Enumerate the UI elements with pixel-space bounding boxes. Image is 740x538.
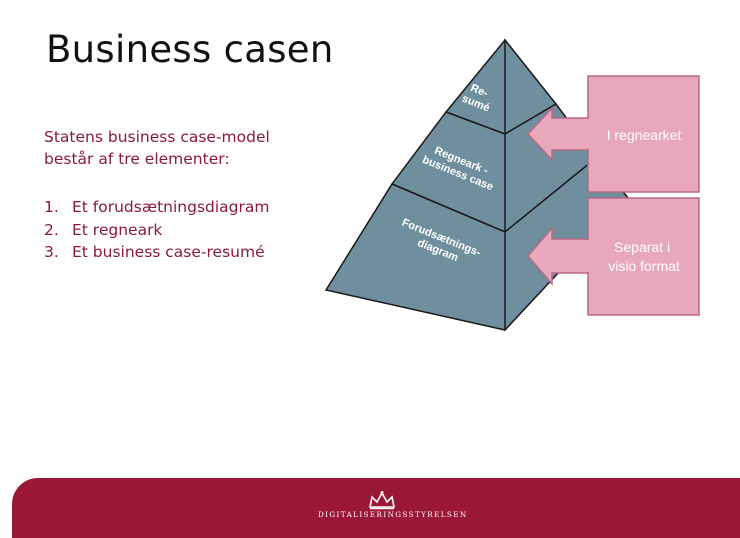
callout-box-visio	[587, 197, 700, 316]
list-item-text: Et business case-resumé	[72, 243, 265, 261]
list-item: 2. Et regneark	[44, 219, 269, 242]
callout-arrow-visio	[527, 225, 589, 287]
list-item: 1. Et forudsætningsdiagram	[44, 196, 269, 219]
crown-icon	[369, 491, 395, 510]
list-item-number: 2.	[44, 220, 59, 239]
element-list: 1. Et forudsætningsdiagram 2. Et regnear…	[44, 196, 269, 264]
list-item-text: Et forudsætningsdiagram	[72, 198, 270, 216]
list-item-number: 3.	[44, 243, 59, 261]
list-item-number: 1.	[44, 198, 59, 216]
callout-box-regneark	[587, 75, 700, 193]
callout-arrow-regneark	[526, 106, 589, 162]
list-item: 3. Et business case-resumé	[44, 241, 269, 264]
intro-text: Statens business case-model består af tr…	[44, 126, 344, 170]
callout-text-visio: Separat i visio format	[608, 239, 680, 274]
callout-text-regneark: I regnearket	[607, 127, 682, 143]
intro-line-1: Statens business case-model	[44, 128, 270, 146]
footer-organization: DIGITALISERINGSSTYRELSEN	[318, 510, 468, 519]
list-item-text: Et regneark	[72, 220, 163, 239]
slide-title: Business casen	[46, 28, 334, 71]
intro-line-2: består af tre elementer:	[44, 150, 230, 168]
